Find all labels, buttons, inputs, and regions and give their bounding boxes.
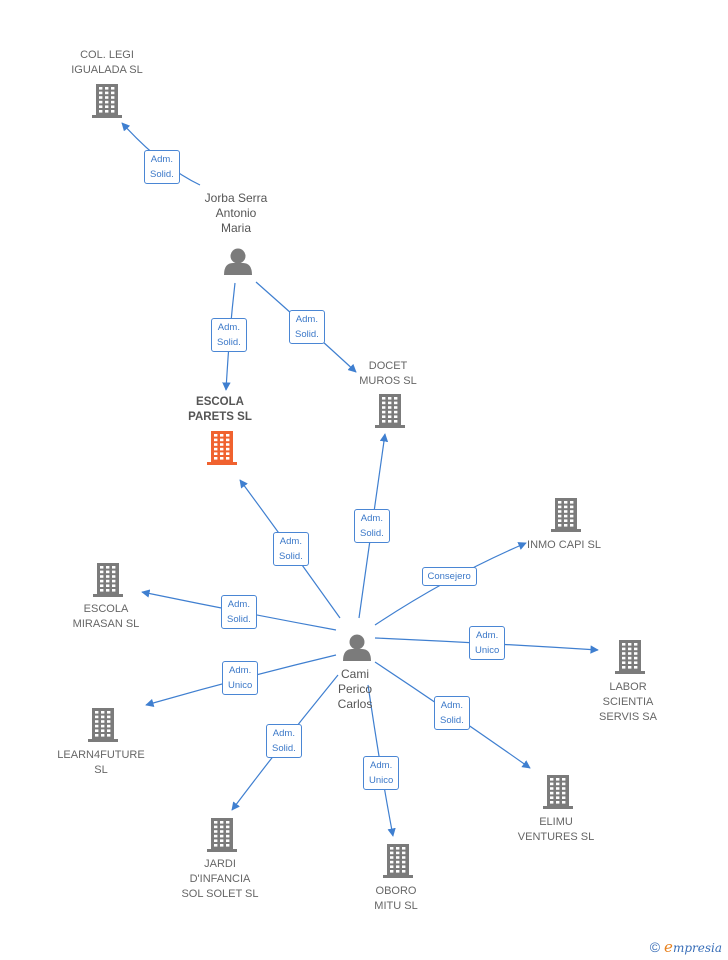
- node-label-col_legi[interactable]: COL. LEGI IGUALADA SL: [71, 49, 143, 76]
- edge-label[interactable]: Adm. Solid.: [266, 724, 302, 758]
- edge-label[interactable]: Adm. Unico: [469, 626, 506, 660]
- brand-logo-e: e: [664, 938, 673, 956]
- node-label-escola_mirasan[interactable]: ESCOLA MIRASAN SL: [72, 603, 140, 630]
- node-label-escola_parets[interactable]: ESCOLA PARETS SL: [188, 396, 252, 423]
- node-label-cami[interactable]: Cami Perico Carlos: [337, 667, 373, 711]
- edge-label[interactable]: Adm. Solid.: [354, 509, 390, 543]
- node-label-labor[interactable]: LABOR SCIENTIA SERVIS SA: [599, 681, 657, 723]
- node-label-jardi[interactable]: JARDI D'INFANCIA SOL SOLET SL: [181, 858, 259, 900]
- edge-label[interactable]: Adm. Solid.: [434, 696, 470, 730]
- building-icon-labor[interactable]: [615, 640, 645, 674]
- node-label-elimu[interactable]: ELIMU VENTURES SL: [517, 816, 595, 843]
- edge-label[interactable]: Adm. Solid.: [289, 310, 325, 344]
- edge-label[interactable]: Adm. Solid.: [144, 150, 180, 184]
- edge-label[interactable]: Consejero: [421, 566, 477, 586]
- edge-label[interactable]: Adm. Solid.: [211, 318, 247, 352]
- person-icon-cami[interactable]: [343, 634, 371, 662]
- edge-label[interactable]: Adm. Unico: [363, 756, 400, 790]
- empresia-footer: ©empresia: [650, 938, 722, 956]
- edge-label[interactable]: Adm. Solid.: [273, 532, 309, 566]
- person-icon-jorba[interactable]: [224, 248, 252, 276]
- node-label-jorba[interactable]: Jorba Serra Antonio Maria: [204, 191, 268, 235]
- node-label-oboro[interactable]: OBORO MITU SL: [374, 885, 418, 912]
- building-icon-escola_parets[interactable]: [207, 431, 237, 465]
- building-icon-docet[interactable]: [375, 394, 405, 428]
- edge-label[interactable]: Adm. Unico: [222, 661, 259, 695]
- node-label-docet[interactable]: DOCET MUROS SL: [359, 360, 417, 387]
- building-icon-escola_mirasan[interactable]: [93, 563, 123, 597]
- node-label-learn[interactable]: LEARN4FUTURE SL: [57, 749, 145, 776]
- building-icon-oboro[interactable]: [383, 844, 413, 878]
- building-icon-inmo[interactable]: [551, 498, 581, 532]
- node-label-inmo[interactable]: INMO CAPI SL: [527, 539, 601, 551]
- brand-logo-text: mpresia: [672, 941, 722, 955]
- building-icon-col_legi[interactable]: [92, 84, 122, 118]
- edge-label[interactable]: Adm. Solid.: [221, 595, 257, 629]
- building-icon-learn[interactable]: [88, 708, 118, 742]
- building-icon-jardi[interactable]: [207, 818, 237, 852]
- building-icon-elimu[interactable]: [543, 775, 573, 809]
- copyright-icon: ©: [649, 939, 661, 955]
